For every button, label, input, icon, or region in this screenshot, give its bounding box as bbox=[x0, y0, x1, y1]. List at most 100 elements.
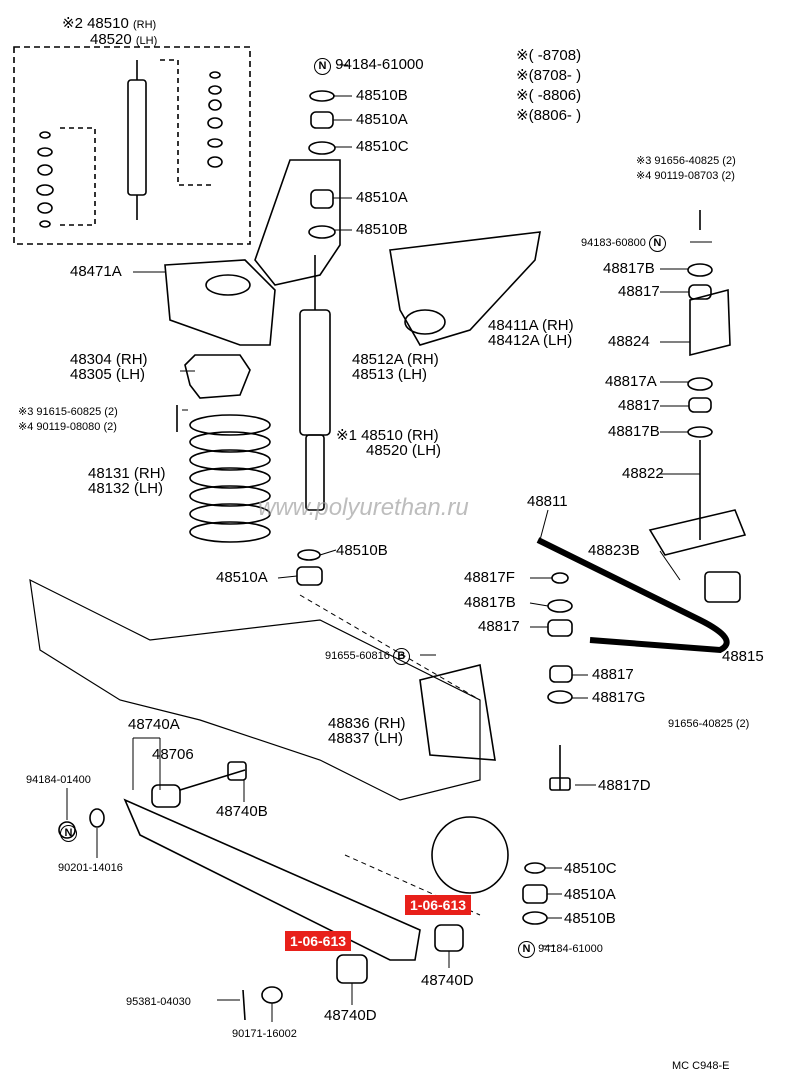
axle-housing bbox=[29, 578, 481, 801]
diagram-ref-code: MC C948-E bbox=[672, 1060, 730, 1072]
part-48817D: 48817D bbox=[598, 777, 651, 794]
part-48740D: 48740D bbox=[421, 972, 474, 989]
part-48817A: 48817A bbox=[605, 373, 657, 390]
main-shock-body bbox=[299, 309, 331, 436]
part-48510B: 48510B bbox=[356, 87, 408, 104]
kit-2-lh-row: 48520 (LH) bbox=[90, 32, 157, 49]
lateral-control-rod bbox=[123, 798, 421, 961]
kit-shock-body bbox=[127, 79, 147, 196]
rh-line: 48510 (RH) bbox=[361, 427, 439, 444]
lh-line: 48837 (LH) bbox=[328, 730, 404, 747]
stabilizer-bar-48811 bbox=[536, 537, 730, 654]
stabilizer-bracket-48824 bbox=[689, 288, 731, 357]
part-48740D: 48740D bbox=[324, 1007, 377, 1024]
rh-line: 48411A (RH) bbox=[488, 317, 574, 334]
part-94184-01400: 94184-01400 bbox=[26, 774, 91, 786]
part-48510C: 48510C bbox=[564, 860, 617, 877]
part-48824: 48824 bbox=[608, 333, 650, 350]
part-48817B: 48817B bbox=[603, 260, 655, 277]
legend-row: ※(8708- ) bbox=[516, 67, 582, 84]
part-48822: 48822 bbox=[622, 465, 664, 482]
polyurethane-ref-badge[interactable]: 1-06-613 bbox=[405, 895, 472, 915]
differential bbox=[431, 816, 509, 894]
part-48304-48305: 48304 (RH) 48305 (LH) bbox=[70, 352, 148, 382]
part-number: 94183-60800 bbox=[581, 237, 646, 249]
kit-2-lh: 48520 bbox=[90, 31, 132, 48]
kit-2-lh-tag: (LH) bbox=[135, 35, 158, 47]
part-48131-48132: 48131 (RH) 48132 (LH) bbox=[88, 466, 166, 496]
n-mark-icon: N bbox=[60, 825, 77, 842]
frame-bracket-48411A bbox=[389, 231, 541, 346]
shock-tower-bracket bbox=[254, 159, 341, 286]
legend-row: ※( -8708) bbox=[516, 47, 582, 64]
part-48510A: 48510A bbox=[356, 111, 408, 128]
part-48411A-48412A: 48411A (RH) 48412A (LH) bbox=[488, 318, 574, 348]
part-48817: 48817 bbox=[478, 618, 520, 635]
lh-line: 48305 (LH) bbox=[70, 366, 146, 383]
kit-box bbox=[13, 46, 251, 245]
part-48836-48837: 48836 (RH) 48837 (LH) bbox=[328, 716, 406, 746]
part-95381: 95381-04030 bbox=[126, 996, 191, 1008]
part-48817F: 48817F bbox=[464, 569, 515, 586]
n-mark-icon: N bbox=[518, 941, 535, 958]
top-mount-stack bbox=[308, 90, 336, 239]
kit-2-rh-tag: (RH) bbox=[132, 19, 157, 31]
part-48817: 48817 bbox=[592, 666, 634, 683]
kit-2-mark: ※2 bbox=[62, 15, 83, 32]
part-48512A-48513: 48512A (RH) 48513 (LH) bbox=[352, 352, 439, 382]
n-mark-icon: N bbox=[648, 235, 666, 252]
part-48817B: 48817B bbox=[608, 423, 660, 440]
shock-1-label: ※1 48510 (RH) 48520 (LH) bbox=[336, 428, 441, 458]
b-mark-icon: B bbox=[392, 648, 410, 665]
part-91655: 91655-60816 B bbox=[325, 648, 410, 665]
kit-2-rh: 48510 bbox=[87, 15, 129, 32]
rh-line: 48304 (RH) bbox=[70, 351, 148, 368]
lh-line: 48513 (LH) bbox=[352, 366, 428, 383]
part-48510A: 48510A bbox=[356, 189, 408, 206]
bolt-4-label: ※4 90119-08703 (2) bbox=[636, 170, 735, 182]
bump-stopper bbox=[184, 354, 251, 399]
coil-spring bbox=[189, 414, 271, 543]
part-94183: 94183-60800 N bbox=[581, 235, 666, 252]
part-48740B: 48740B bbox=[216, 803, 268, 820]
part-48817G: 48817G bbox=[592, 689, 646, 706]
part-48815: 48815 bbox=[722, 648, 764, 665]
part-number: 94184-61000 bbox=[335, 56, 424, 73]
part-48510A: 48510A bbox=[564, 886, 616, 903]
part-48706: 48706 bbox=[152, 746, 194, 763]
legend-row: ※( -8806) bbox=[516, 87, 582, 104]
rh-line: 48131 (RH) bbox=[88, 465, 166, 482]
kit-bushings bbox=[36, 71, 223, 228]
lh-line: 48132 (LH) bbox=[88, 480, 164, 497]
n-mark-left: N bbox=[60, 824, 77, 842]
part-48510B: 48510B bbox=[356, 221, 408, 238]
nut-bottom-label: N 94184-61000 bbox=[518, 941, 603, 958]
link-plate-48823B bbox=[648, 509, 747, 556]
part-number: 94184-61000 bbox=[538, 943, 603, 955]
nut-top-label: N 94184-61000 bbox=[314, 57, 424, 75]
part-48471A: 48471A bbox=[70, 263, 122, 280]
bolt-4-label: ※4 90119-08080 (2) bbox=[18, 421, 117, 433]
bolt-3-label: ※3 91656-40825 (2) bbox=[636, 155, 736, 167]
part-48740A: 48740A bbox=[128, 716, 180, 733]
bolt-3-label: ※3 91615-60825 (2) bbox=[18, 406, 118, 418]
part-48510C: 48510C bbox=[356, 138, 409, 155]
lh-line: 48412A (LH) bbox=[488, 332, 573, 349]
part-48817: 48817 bbox=[618, 397, 660, 414]
part-90201: 90201-14016 bbox=[58, 862, 123, 874]
polyurethane-ref-badge[interactable]: 1-06-613 bbox=[285, 931, 352, 951]
spring-seat-48471A bbox=[164, 259, 276, 346]
part-48817B: 48817B bbox=[464, 594, 516, 611]
rh-line: 48512A (RH) bbox=[352, 351, 439, 368]
shock-1-mark: ※1 bbox=[336, 427, 357, 444]
part-91656: 91656-40825 (2) bbox=[668, 718, 750, 730]
part-48510B: 48510B bbox=[336, 542, 388, 559]
rh-line: 48836 (RH) bbox=[328, 715, 406, 732]
lh-line: 48520 (LH) bbox=[366, 442, 442, 459]
lower-bracket-48836 bbox=[419, 664, 496, 761]
part-number: 91655-60816 bbox=[325, 650, 390, 662]
part-48823B: 48823B bbox=[588, 542, 640, 559]
part-48510B: 48510B bbox=[564, 910, 616, 927]
